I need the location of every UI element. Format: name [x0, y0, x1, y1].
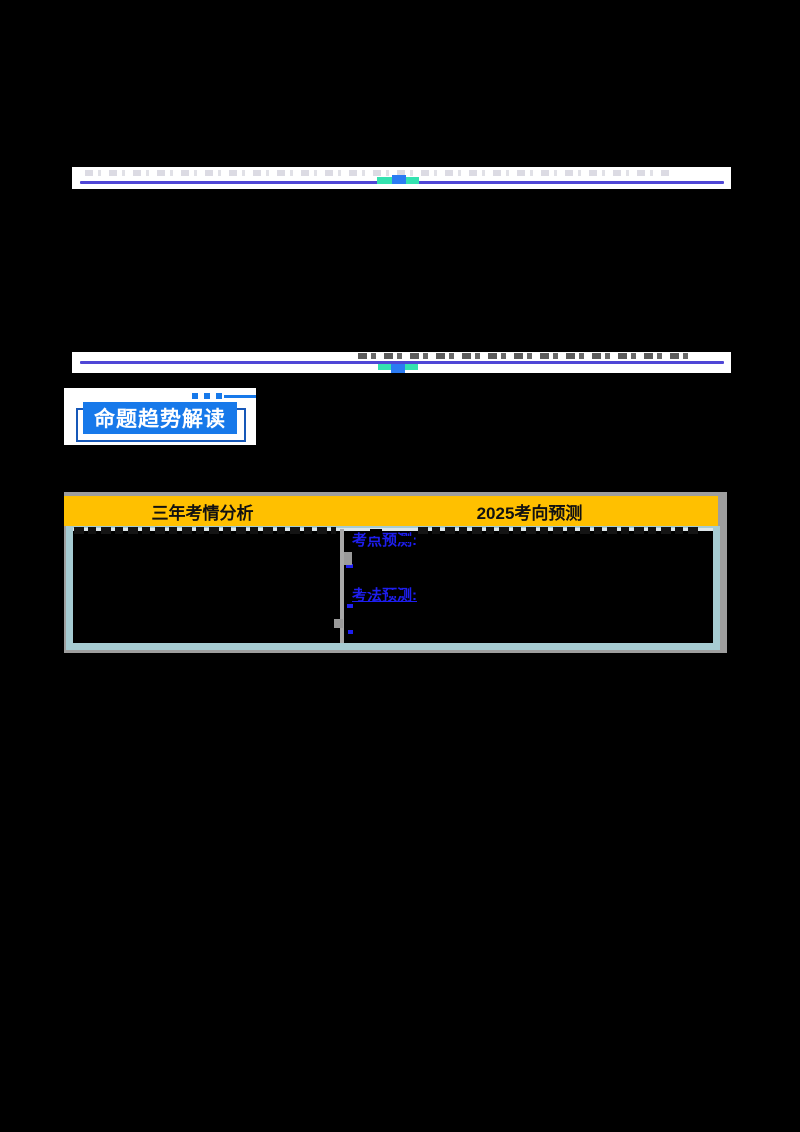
text-fragment — [348, 630, 353, 634]
artifact-mark — [344, 552, 352, 565]
redaction-block — [396, 536, 414, 542]
section-badge-block: 命题趋势解读 — [64, 388, 256, 445]
divider-band-top — [72, 167, 731, 189]
rule-ornament-blue-cap-icon — [391, 364, 405, 373]
rule-ornament-blue-cap-icon — [392, 175, 406, 184]
horizontal-rule — [80, 361, 724, 364]
header-cell-exam-analysis: 三年考情分析 — [151, 503, 254, 523]
section-badge-label: 命题趋势解读 — [94, 408, 226, 431]
text-fragment — [346, 564, 353, 568]
dot-icon — [204, 393, 210, 399]
badge-connector-line — [224, 395, 256, 398]
dot-icon — [216, 393, 222, 399]
table-body: 考点预测: 考法预测: — [66, 526, 720, 650]
redaction-block — [73, 531, 713, 643]
artifact-mark — [334, 619, 343, 628]
text-fragment — [347, 604, 353, 608]
redacted-text-fragments — [358, 353, 690, 359]
redacted-text-fragments — [85, 170, 670, 176]
divider-band-middle — [72, 352, 731, 373]
cell-top-gap — [73, 528, 713, 531]
redaction-block — [388, 590, 404, 596]
column-divider — [340, 529, 344, 643]
redacted-text-fragments — [74, 527, 336, 534]
table-header-row: 三年考情分析 2025考向预测 — [64, 496, 718, 526]
redaction-block — [362, 584, 372, 592]
redacted-text-fragments — [418, 527, 700, 534]
section-badge: 命题趋势解读 — [83, 402, 237, 434]
dot-icon — [192, 393, 198, 399]
redaction-block — [370, 529, 382, 536]
trend-table: 三年考情分析 2025考向预测 考点预测: 考法预测: — [64, 492, 727, 653]
header-cell-2025-forecast: 2025考向预测 — [476, 503, 583, 523]
